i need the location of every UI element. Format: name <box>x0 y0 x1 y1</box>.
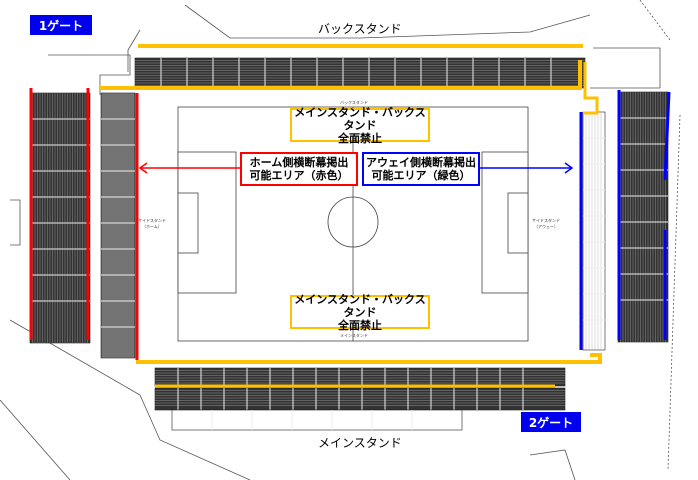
side-stand-home-name: サイドスタンド <box>138 218 166 223</box>
away-line-3 <box>663 91 671 181</box>
site-outline <box>0 0 681 480</box>
main-stand-seats-upper <box>154 367 566 387</box>
notice-top-line1: メインスタンド・バックスタンド <box>294 105 426 132</box>
banner-area-lines <box>29 44 671 388</box>
back-stand-label: バックスタンド <box>318 22 402 36</box>
main-stand-small-label: メインスタンド <box>340 333 368 338</box>
notice-home-line1: ホーム側横断幕掲出 <box>249 156 349 169</box>
main-stand-concourse <box>171 409 463 431</box>
side-stand-home-sub: （ホーム） <box>142 224 162 229</box>
notice-bottom-line2: 全面禁止 <box>338 318 382 332</box>
prohibited-line-back-corner <box>583 62 599 115</box>
side-stand-away-sub: （アウェー） <box>534 224 558 229</box>
gate-2-label: 2ゲート <box>521 412 581 432</box>
prohibited-line-back-inner <box>100 60 582 90</box>
notice-home-line2: 可能エリア（赤色） <box>249 169 349 182</box>
side-stand-away-label: サイドスタンド （アウェー） <box>532 218 560 230</box>
seating-blocks <box>29 57 669 431</box>
side-stand-home-label: サイドスタンド （ホーム） <box>138 218 166 230</box>
notice-away-line1: アウェイ側横断幕掲出 <box>366 156 476 169</box>
home-side-stand-inner <box>100 92 136 359</box>
main-stand-seats-lower <box>154 387 566 411</box>
back-stand-small-label: バックスタンド <box>340 100 368 105</box>
away-side-stand-inner <box>582 111 606 351</box>
main-stand-label: メインスタンド <box>318 436 402 450</box>
notice-away-line2: 可能エリア（緑色） <box>371 169 471 182</box>
notice-away-area: アウェイ側横断幕掲出 可能エリア（緑色） <box>362 152 480 186</box>
notice-bottom-line1: メインスタンド・バックスタンド <box>294 292 426 319</box>
gate-1-label: 1ゲート <box>30 15 92 35</box>
notice-top-prohibited: メインスタンド・バックスタンド 全面禁止 <box>290 105 430 145</box>
prohibited-line-main-outer <box>136 353 602 364</box>
notice-bottom-prohibited: メインスタンド・バックスタンド 全面禁止 <box>290 292 430 332</box>
notice-top-line2: 全面禁止 <box>338 131 382 145</box>
side-stand-away-name: サイドスタンド <box>532 218 560 223</box>
notice-home-area: ホーム側横断幕掲出 可能エリア（赤色） <box>240 152 358 186</box>
home-arrow-head <box>138 162 148 174</box>
away-arrow-head <box>564 162 574 174</box>
